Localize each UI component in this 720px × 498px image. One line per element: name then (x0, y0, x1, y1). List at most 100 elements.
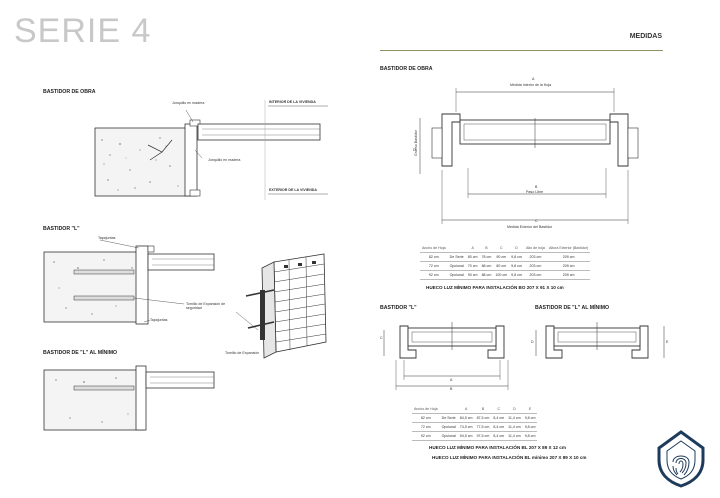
table-cell: Opcional (439, 431, 458, 441)
left-l-tapajuntas-bottom: Tapajuntas (150, 318, 168, 322)
table-cell: 9,8 cm (509, 252, 524, 262)
right-l-dim-c: C (380, 336, 383, 340)
table-header-cell: B (479, 244, 494, 253)
table-cell: 11,4 cm (506, 422, 523, 432)
left-obra-exterior-label: EXTERIOR DE LA VIVIENDA (269, 188, 317, 192)
left-l-tornillo-seguridad: Tornillo de Expansión de seguridad (186, 302, 226, 311)
table-cell: 92 cm (420, 270, 448, 280)
table-cell: 9,8 cm (522, 413, 538, 423)
table-cell: 203 cm (523, 252, 547, 262)
header-rule (380, 50, 663, 51)
table-cell: 209 cm (546, 252, 591, 262)
right-l-dim-a: A (450, 378, 453, 382)
table-cell: 82 cm (412, 413, 440, 423)
table-cell: 8,4 cm (491, 422, 507, 432)
table-header-cell: C (493, 244, 510, 253)
table-header-cell (439, 405, 458, 414)
table-cell: 80 cm (465, 252, 480, 262)
table-header-cell: E (522, 405, 538, 414)
table-header-cell: Altura Exterior (Bastidor) (546, 244, 591, 253)
right-lmin-dim-d: D (531, 340, 534, 344)
right-obra-dim-a-label: Medida Interior de la Hoja (510, 83, 552, 87)
right-obra-dim-d: D (413, 148, 416, 152)
left-l-tornillo-expansion: Tornillo de Expansión (225, 351, 260, 355)
right-obra-dim-d-label: Grueso Bastidor (414, 130, 418, 156)
right-l-drawing (383, 322, 509, 390)
table-cell: 88 cm (479, 270, 494, 280)
table-cell: 9,8 cm (522, 422, 538, 432)
table-cell: 8,4 cm (491, 413, 507, 423)
table-cell: 209 cm (546, 270, 591, 280)
table-cell: 11,4 cm (506, 431, 523, 441)
left-lmin-title: BASTIDOR DE "L" AL MÍNIMO (43, 350, 118, 356)
right-obra-dim-b-label: Paso Libre (526, 190, 544, 194)
right-obra-caption: HUECO LUZ MÍNIMO PARA INSTALACIÓN BO 207… (426, 285, 564, 290)
left-obra-title: BASTIDOR DE OBRA (43, 89, 96, 95)
table-cell: Opcional (447, 270, 466, 280)
right-l-title: BASTIDOR "L" (380, 305, 417, 311)
right-l-dim-b: B (450, 387, 453, 391)
table-header-cell (447, 244, 466, 253)
brick-wall-illustration (235, 253, 327, 359)
left-lmin-drawing (43, 365, 215, 431)
table-cell: 8,4 cm (491, 431, 507, 441)
table-row: 72 cm Opcional 70 cm 68 cm 80 cm 9,8 cm … (420, 261, 591, 271)
table-cell: 203 cm (523, 261, 547, 271)
right-lmin-dim-e: E (666, 340, 669, 344)
table-header-cell: D (506, 405, 523, 414)
table-header-cell: Alto de hoja (523, 244, 547, 253)
table-header-row: Ancho de Hoja A B C D Alto de hoja Altur… (420, 244, 591, 253)
right-obra-drawing (419, 88, 639, 224)
right-obra-title: BASTIDOR DE OBRA (380, 66, 433, 72)
table-cell: 87,5 cm (474, 413, 492, 423)
table-cell: 74,5 cm (457, 422, 475, 432)
table-header-cell: A (457, 405, 475, 414)
table-cell: 11,4 cm (506, 413, 523, 423)
table-header-row: Ancho de Hoja A B C D E (412, 405, 538, 414)
table-cell: 70 cm (465, 261, 480, 271)
right-l-caption-1: HUECO LUZ MÍNIMO PARA INSTALACIÓN BL 207… (429, 445, 566, 450)
table-header-cell: C (491, 405, 507, 414)
table-row: 92 cm Opcional 90 cm 88 cm 100 cm 9,8 cm… (420, 270, 591, 280)
section-title: MEDIDAS (629, 33, 662, 40)
table-cell: 92 cm (412, 431, 440, 441)
right-lmin-drawing (535, 322, 665, 359)
table-cell: 100 cm (493, 270, 510, 280)
table-cell: 72 cm (412, 422, 440, 432)
table-cell: 68 cm (479, 261, 494, 271)
left-obra-interior-label: INTERIOR DE LA VIVIENDA (269, 100, 316, 104)
table-cell: 209 cm (546, 261, 591, 271)
left-obra-drawing (94, 100, 328, 200)
right-obra-spec-table: Ancho de Hoja A B C D Alto de hoja Altur… (420, 244, 591, 280)
table-cell: 97,5 cm (474, 431, 492, 441)
table-cell: 9,8 cm (522, 431, 538, 441)
table-cell: 90 cm (465, 270, 480, 280)
right-lmin-title: BASTIDOR DE "L" AL MÍNIMO (535, 305, 610, 311)
table-cell: 84,5 cm (457, 413, 475, 423)
table-cell: De Serie (439, 413, 458, 423)
table-cell: 78 cm (479, 252, 494, 262)
right-obra-dim-b: B (535, 185, 538, 189)
table-header-cell: A (465, 244, 480, 253)
left-l-tapajuntas-top: Tapajuntas (98, 236, 116, 240)
table-cell: 94,5 cm (457, 431, 475, 441)
table-cell: 72 cm (420, 261, 448, 271)
table-row: 82 cm De Serie 80 cm 78 cm 90 cm 9,8 cm … (420, 252, 591, 262)
table-cell: 9,8 cm (509, 261, 524, 271)
table-cell: 90 cm (493, 252, 510, 262)
right-l-spec-table: Ancho de Hoja A B C D E 82 cm De Serie 8… (412, 405, 538, 441)
left-obra-junquillo-label-2: Junquillo en madera (208, 158, 241, 162)
table-row: 82 cm De Serie 84,5 cm 87,5 cm 8,4 cm 11… (412, 413, 538, 423)
table-row: 72 cm Opcional 74,5 cm 77,5 cm 8,4 cm 11… (412, 422, 538, 432)
shield-fingerprint-icon (657, 430, 705, 488)
table-cell: 9,8 cm (509, 270, 524, 280)
table-cell: 80 cm (493, 261, 510, 271)
left-l-drawing (43, 239, 215, 325)
table-header-cell: Ancho de Hoja (420, 244, 448, 253)
table-cell: 203 cm (523, 270, 547, 280)
table-cell: De Serie (447, 252, 466, 262)
left-obra-junquillo-label-1: Junquillo en madera (172, 101, 205, 105)
table-header-cell: D (509, 244, 524, 253)
table-cell: Opcional (447, 261, 466, 271)
table-header-cell: Ancho de Hoja (412, 405, 440, 414)
